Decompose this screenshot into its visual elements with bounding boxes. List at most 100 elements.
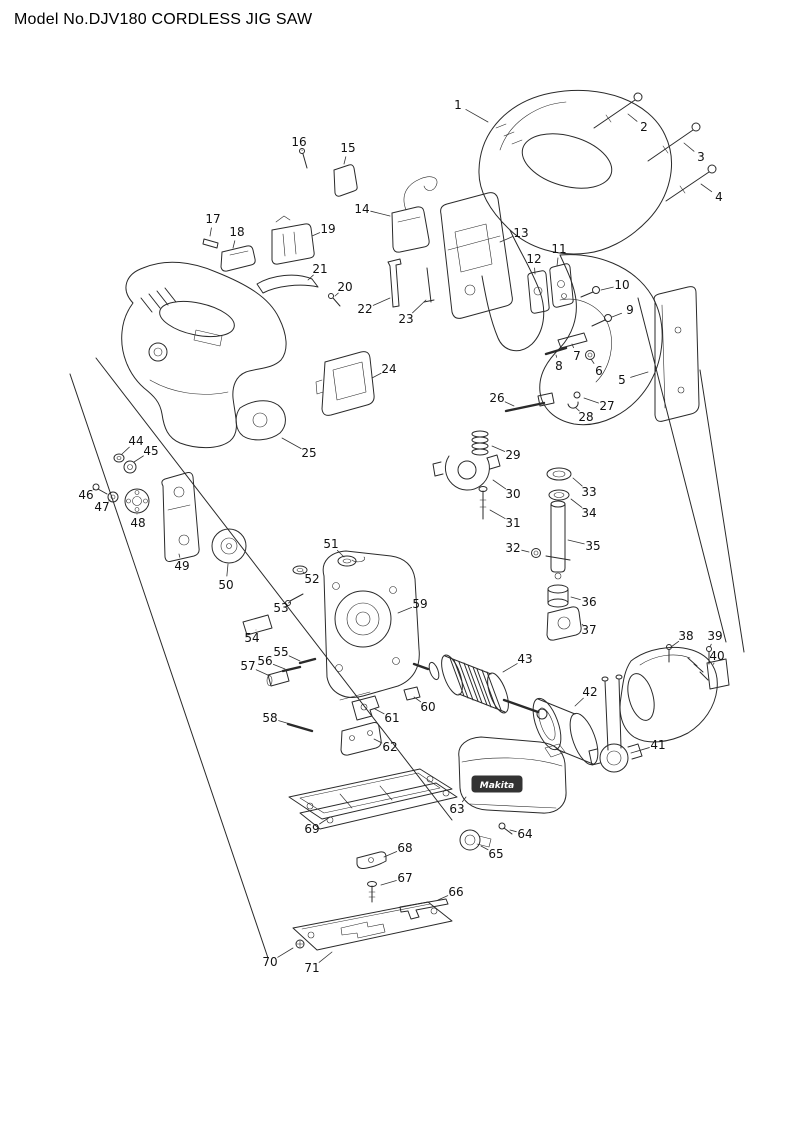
- leader-line-33: [572, 477, 583, 487]
- leader-line-32: [521, 549, 530, 553]
- part-label-51: 51: [323, 537, 338, 551]
- leader-line-66: [437, 895, 449, 901]
- part-label-67: 67: [397, 871, 412, 885]
- part-label-14: 14: [354, 202, 369, 216]
- leader-line-69: [319, 816, 331, 825]
- leader-line-2: [627, 113, 638, 122]
- leader-line-11: [556, 257, 559, 267]
- leader-line-57: [255, 669, 271, 677]
- leader-line-61: [374, 708, 385, 715]
- part-label-43: 43: [517, 652, 532, 666]
- leader-line-5: [630, 371, 649, 378]
- leader-line-38: [670, 640, 680, 648]
- leader-line-23: [412, 299, 427, 314]
- part-label-44: 44: [128, 434, 143, 448]
- leader-line-42: [574, 697, 584, 707]
- part-label-56: 56: [257, 654, 272, 668]
- leader-line-4: [700, 183, 713, 193]
- leader-line-29: [491, 445, 506, 452]
- field-shape: [532, 697, 599, 766]
- leader-line-52: [302, 571, 306, 574]
- part-label-36: 36: [581, 595, 596, 609]
- makita-logo-text: Makita: [480, 781, 514, 791]
- part-label-26: 26: [489, 391, 504, 405]
- gear-housing-shape: [242, 550, 420, 701]
- leader-line-50: [226, 563, 229, 577]
- holder-24-shape: [315, 351, 375, 416]
- foot-assembly-shape: [288, 768, 458, 830]
- leader-line-22: [372, 297, 391, 306]
- part-label-15: 15: [340, 141, 355, 155]
- part-label-52: 52: [304, 572, 319, 586]
- part-label-18: 18: [229, 225, 244, 239]
- counterweight-parts-shape: [92, 453, 247, 564]
- leader-line-68: [383, 851, 398, 858]
- knob-parts-shape: [459, 822, 513, 851]
- part-label-16: 16: [291, 135, 306, 149]
- part-label-62: 62: [382, 740, 397, 754]
- part-label-41: 41: [650, 738, 665, 752]
- leader-line-70: [277, 947, 294, 958]
- part-label-63: 63: [449, 802, 464, 816]
- leader-line-34: [570, 498, 583, 508]
- leader-line-9: [611, 312, 623, 318]
- armature-shape: [412, 654, 548, 720]
- part-label-71: 71: [304, 961, 319, 975]
- leader-line-15: [343, 156, 347, 165]
- part-label-25: 25: [301, 446, 316, 460]
- part-label-39: 39: [707, 629, 722, 643]
- leader-line-19: [311, 232, 321, 237]
- part-label-6: 6: [595, 364, 603, 378]
- part-label-30: 30: [505, 487, 520, 501]
- top-screws-shape: [593, 92, 717, 202]
- part-label-66: 66: [448, 885, 463, 899]
- part-label-17: 17: [205, 212, 220, 226]
- part-label-54: 54: [244, 631, 259, 645]
- leader-line-25: [281, 437, 302, 450]
- part-label-27: 27: [599, 399, 614, 413]
- page-title: Model No.DJV180 CORDLESS JIG SAW: [14, 11, 313, 28]
- leader-line-64: [509, 829, 517, 833]
- leader-line-7: [571, 343, 574, 349]
- leader-line-62: [373, 738, 383, 744]
- part-label-21: 21: [312, 262, 327, 276]
- leader-line-10: [600, 286, 614, 291]
- leader-line-46: [92, 488, 95, 491]
- pin-parts-shape: [266, 657, 421, 756]
- part-label-7: 7: [573, 349, 581, 363]
- part-label-29: 29: [505, 448, 520, 462]
- part-label-70: 70: [262, 955, 277, 969]
- makita-logo-plate: [471, 775, 523, 793]
- part-label-19: 19: [320, 222, 335, 236]
- part-label-50: 50: [218, 578, 233, 592]
- leader-line-67: [380, 880, 397, 886]
- leader-line-39: [709, 643, 712, 648]
- part-label-28: 28: [578, 410, 593, 424]
- lower-housing-shape: Makita: [458, 736, 567, 814]
- part-label-33: 33: [581, 485, 596, 499]
- part-label-20: 20: [337, 280, 352, 294]
- leader-line-35: [567, 539, 585, 545]
- leader-line-27: [583, 397, 599, 404]
- leader-line-31: [489, 509, 506, 519]
- part-label-35: 35: [585, 539, 600, 553]
- part-label-45: 45: [143, 444, 158, 458]
- leader-line-17: [209, 227, 212, 237]
- leader-line-26: [504, 401, 515, 407]
- leader-line-44: [121, 446, 130, 455]
- part-label-9: 9: [626, 303, 634, 317]
- part-label-38: 38: [678, 629, 693, 643]
- leader-line-6: [590, 358, 595, 364]
- leader-line-51: [336, 549, 345, 558]
- part-label-32: 32: [505, 541, 520, 555]
- leader-line-43: [502, 663, 518, 673]
- part-label-46: 46: [78, 488, 93, 502]
- part-label-34: 34: [581, 506, 596, 520]
- part-label-68: 68: [397, 841, 412, 855]
- part-label-11: 11: [551, 242, 566, 256]
- handle-housing-shape: [478, 89, 700, 426]
- main-body-shape: [121, 261, 287, 449]
- part-label-37: 37: [581, 623, 596, 637]
- part-label-12: 12: [526, 252, 541, 266]
